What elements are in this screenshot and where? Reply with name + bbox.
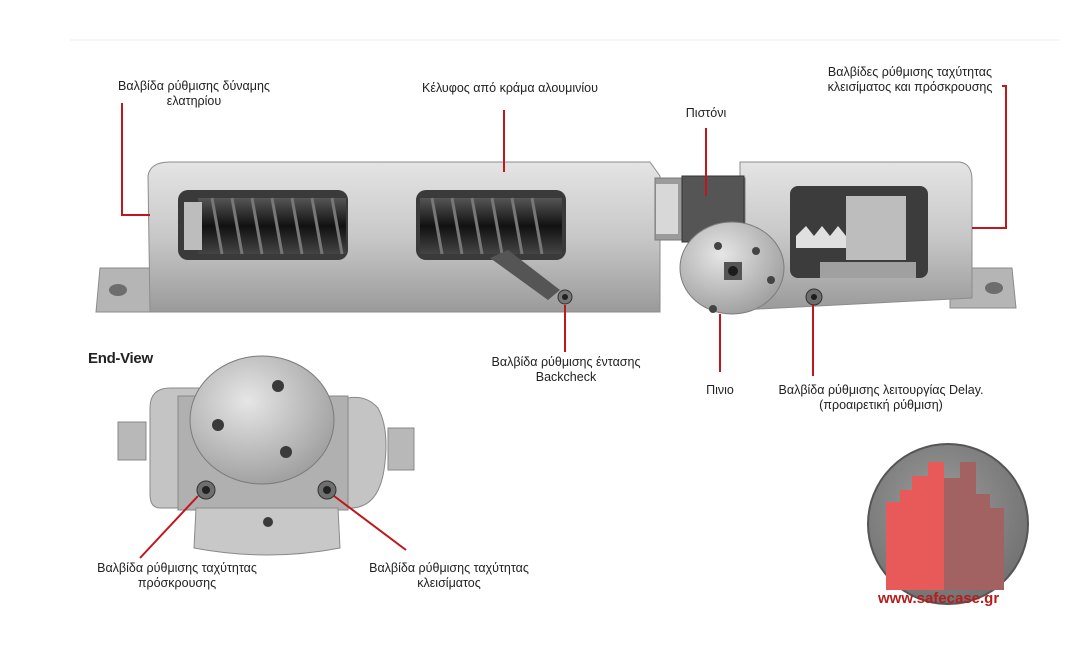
label-shell-line1: Κέλυφος από κράμα αλουμινίου — [422, 81, 598, 95]
leader-closing-speed — [333, 495, 407, 551]
label-pinion: Πινιο — [694, 383, 746, 398]
label-delay-line2: (προαιρετική ρύθμιση) — [819, 398, 943, 412]
logo-url-text: www.safecase.gr — [878, 590, 1000, 607]
label-backcheck-line2: Backcheck — [535, 370, 597, 384]
spring-middle — [420, 197, 562, 300]
label-spring-valve: Βαλβίδα ρύθμισης δύναμης ελατηρίου — [94, 79, 294, 109]
safecase-logo — [867, 443, 1029, 605]
label-latch-speed-line1: Βαλβίδα ρύθμισης ταχύτητας — [97, 561, 257, 575]
label-latch-speed: Βαλβίδα ρύθμισης ταχύτητας πρόσκρουσης — [72, 561, 282, 591]
label-piston: Πιστόνι — [676, 106, 736, 121]
label-closing-speed-line1: Βαλβίδα ρύθμισης ταχύτητας — [369, 561, 529, 575]
label-speed-valves-line2: κλεισίματος και πρόσκρουσης — [827, 80, 993, 94]
label-delay-line1: Βαλβίδα ρύθμισης λειτουργίας Delay. — [778, 383, 984, 397]
end-view-title: End-View — [88, 350, 153, 367]
label-latch-speed-line2: πρόσκρουσης — [137, 576, 217, 590]
end-view-illustration — [117, 355, 415, 556]
spring-left — [184, 197, 346, 255]
leader-speed-valves — [972, 85, 1007, 229]
label-closing-speed: Βαλβίδα ρύθμισης ταχύτητας κλεισίματος — [344, 561, 554, 591]
label-closing-speed-line2: κλεισίματος — [417, 576, 481, 590]
label-spring-valve-line2: ελατηρίου — [166, 94, 222, 108]
label-spring-valve-line1: Βαλβίδα ρύθμισης δύναμης — [118, 79, 270, 93]
label-speed-valves-line1: Βαλβίδες ρύθμισης ταχύτητας — [827, 65, 993, 79]
label-speed-valves: Βαλβίδες ρύθμισης ταχύτητας κλεισίματος … — [800, 65, 1020, 95]
label-backcheck-line1: Βαλβίδα ρύθμισης έντασης — [491, 355, 641, 369]
label-piston-line1: Πιστόνι — [685, 106, 727, 120]
label-backcheck: Βαλβίδα ρύθμισης έντασης Backcheck — [456, 355, 676, 385]
label-shell: Κέλυφος από κράμα αλουμινίου — [390, 81, 630, 96]
label-pinion-line1: Πινιο — [706, 383, 734, 397]
door-closer-body — [95, 161, 1017, 315]
leader-spring-valve — [121, 103, 150, 216]
label-delay: Βαλβίδα ρύθμισης λειτουργίας Delay. (προ… — [756, 383, 1006, 413]
leader-latch-speed — [139, 495, 199, 559]
